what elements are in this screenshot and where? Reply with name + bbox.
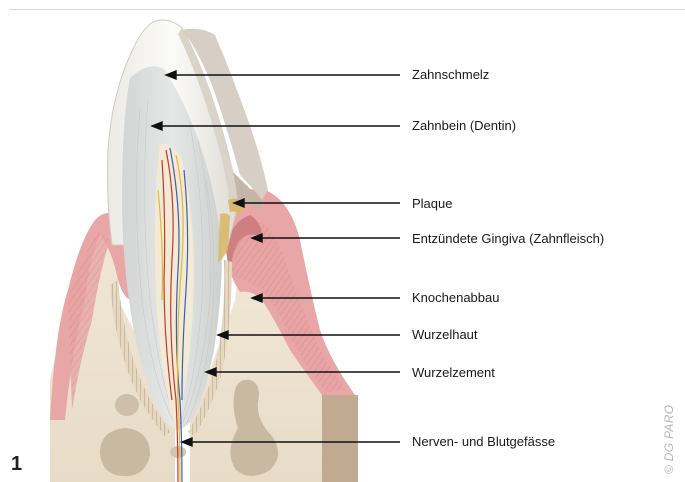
- label-enamel: Zahnschmelz: [412, 67, 489, 82]
- label-bone-loss: Knochenabbau: [412, 290, 499, 305]
- label-gingiva: Entzündete Gingiva (Zahnfleisch): [412, 231, 604, 246]
- label-nerves-vessels: Nerven- und Blutgefässe: [412, 434, 555, 449]
- bone-cavity: [115, 394, 139, 416]
- label-periodontal-ligament: Wurzelhaut: [412, 327, 478, 342]
- figure-number: 1: [11, 453, 22, 476]
- labels: Zahnschmelz Zahnbein (Dentin) Plaque Ent…: [412, 67, 604, 449]
- copyright-notice: © DG PARO: [662, 405, 676, 474]
- bone-cavity: [100, 428, 150, 476]
- label-dentin: Zahnbein (Dentin): [412, 118, 516, 133]
- label-plaque: Plaque: [412, 196, 452, 211]
- label-cementum: Wurzelzement: [412, 365, 495, 380]
